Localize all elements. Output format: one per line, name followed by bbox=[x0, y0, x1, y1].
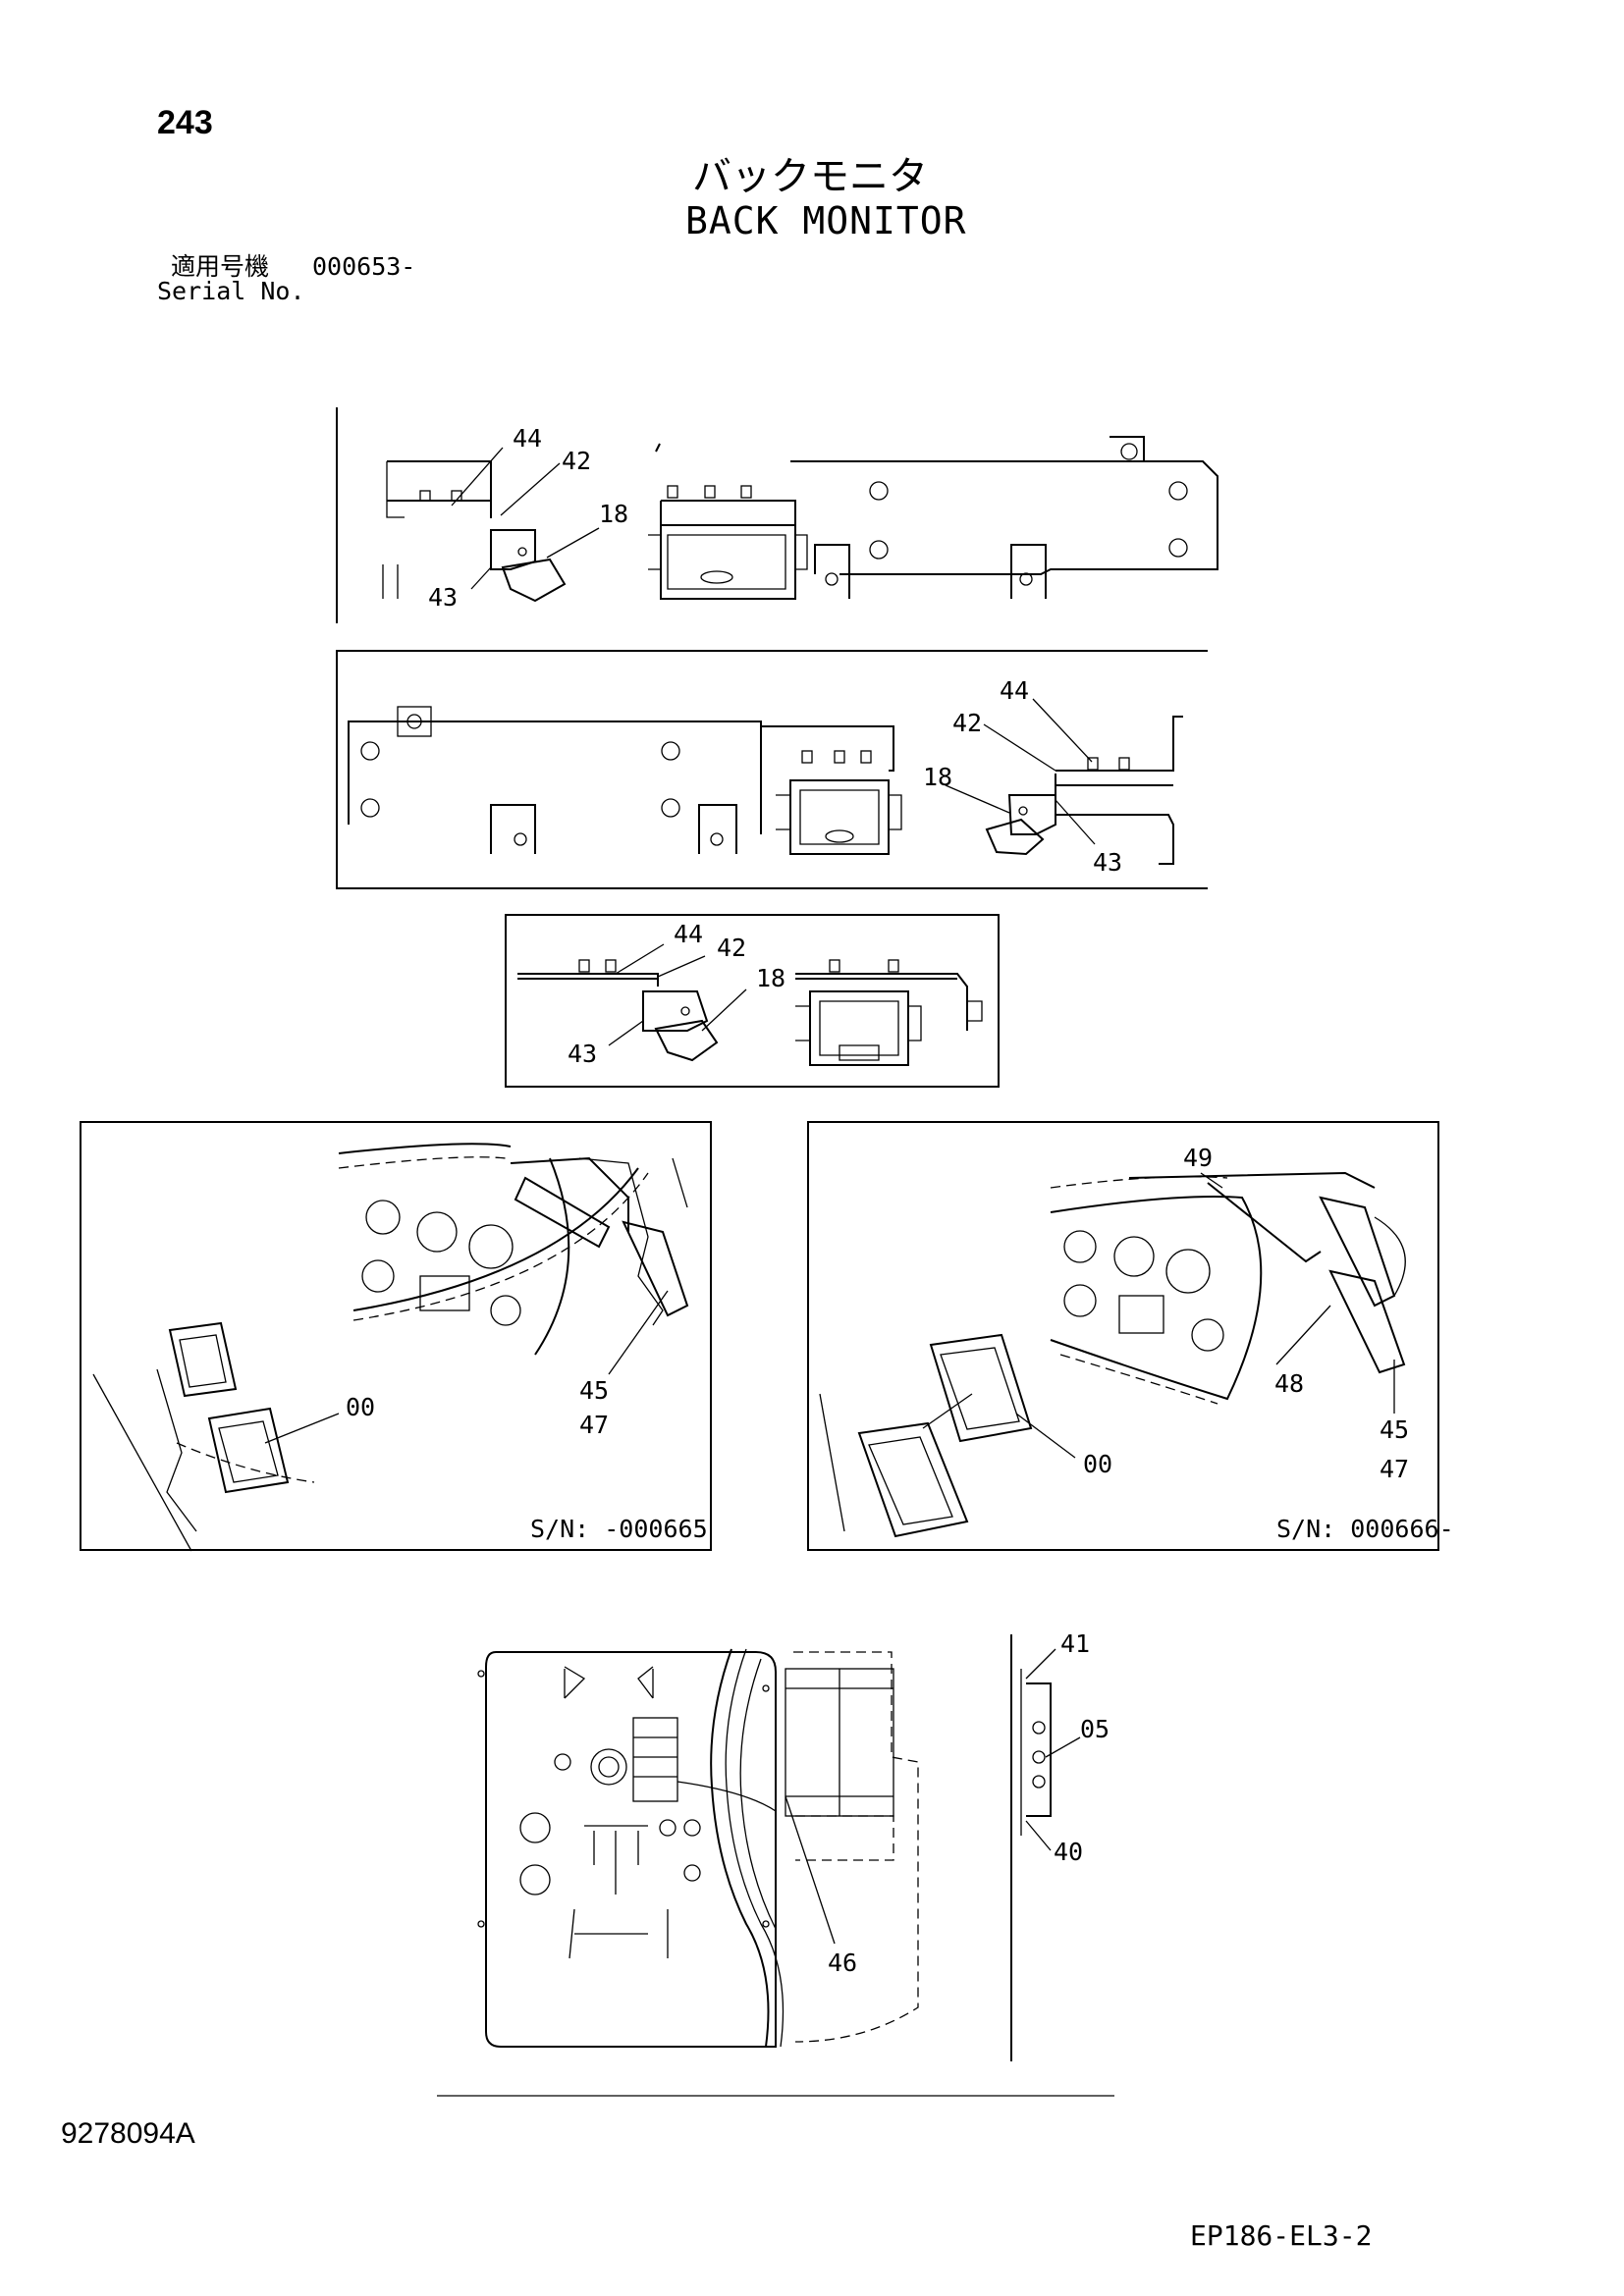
callout-44: 44 bbox=[674, 920, 703, 948]
callout-48: 48 bbox=[1274, 1369, 1304, 1398]
callout-45: 45 bbox=[1380, 1415, 1409, 1444]
callout-49: 49 bbox=[1183, 1144, 1213, 1172]
page-number: 243 bbox=[157, 104, 213, 141]
callout-42: 42 bbox=[562, 447, 591, 475]
callout-42: 42 bbox=[952, 709, 982, 737]
view-1-camera-mount-top: 44 42 18 43 bbox=[336, 407, 1218, 623]
callout-05: 05 bbox=[1080, 1715, 1110, 1743]
serial-label-japanese: 適用号機 bbox=[171, 252, 270, 281]
callout-43: 43 bbox=[568, 1040, 597, 1068]
callout-18: 18 bbox=[599, 500, 628, 528]
view-4-monitor-early: 00 45 47 S/N: -000665 bbox=[80, 1121, 712, 1552]
callout-42: 42 bbox=[717, 934, 746, 962]
view-6-fuse-panel-harness: 46 bbox=[437, 1648, 1114, 2097]
callout-47: 47 bbox=[579, 1411, 609, 1439]
callout-00: 00 bbox=[346, 1393, 375, 1421]
title-english: BACK MONITOR bbox=[685, 199, 967, 242]
callout-43: 43 bbox=[428, 583, 458, 612]
callout-44: 44 bbox=[513, 424, 542, 453]
callout-45: 45 bbox=[579, 1376, 609, 1405]
page-code: EP186-EL3-2 bbox=[1190, 2219, 1373, 2252]
callout-40: 40 bbox=[1054, 1838, 1083, 1866]
serial-number-value: 000653- bbox=[312, 252, 416, 281]
view-7-side-bracket: 41 05 40 bbox=[1010, 1629, 1110, 2061]
callout-46: 46 bbox=[828, 1949, 857, 1977]
view-3-camera-mount-small: 44 42 18 43 bbox=[505, 914, 1000, 1088]
callout-41: 41 bbox=[1060, 1629, 1090, 1658]
view-2-camera-mount-side: 44 42 18 43 bbox=[336, 650, 1208, 889]
view-5-monitor-late: 49 48 00 45 47 S/N: 000666- bbox=[807, 1121, 1454, 1551]
callout-44: 44 bbox=[1000, 676, 1029, 705]
callout-18: 18 bbox=[923, 763, 952, 791]
serial-range-left: S/N: -000665 bbox=[530, 1515, 708, 1543]
drawing-number: 9278094A bbox=[61, 2117, 195, 2150]
callout-18: 18 bbox=[756, 964, 785, 992]
serial-label-english: Serial No. bbox=[157, 277, 305, 305]
callout-00: 00 bbox=[1083, 1450, 1112, 1478]
callout-47: 47 bbox=[1380, 1455, 1409, 1483]
serial-range-right: S/N: 000666- bbox=[1276, 1515, 1454, 1543]
callout-43: 43 bbox=[1093, 848, 1122, 877]
title-japanese: バックモニタ bbox=[692, 154, 928, 199]
